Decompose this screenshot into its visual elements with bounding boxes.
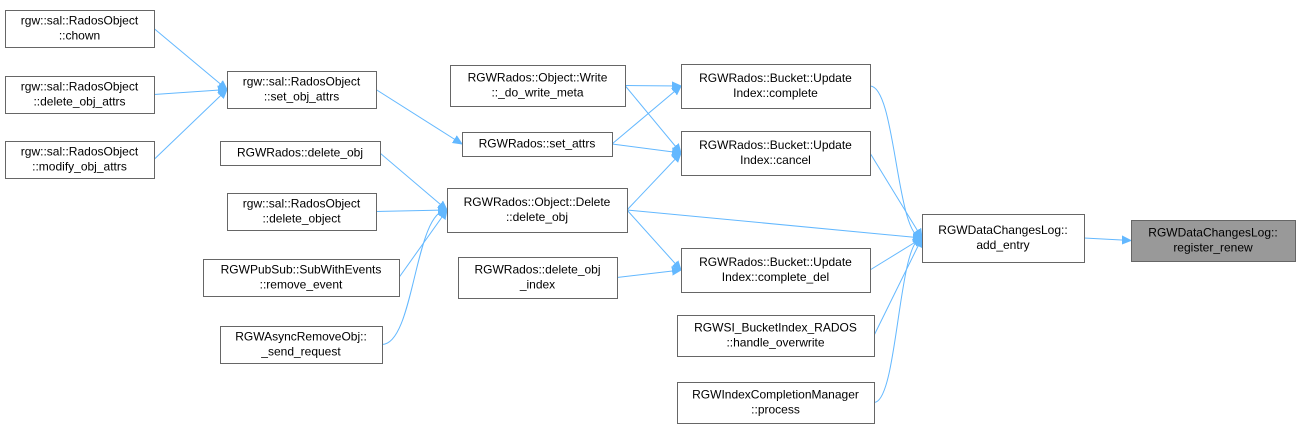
node-label-line: ::process xyxy=(751,403,800,417)
edge-upd_cancel-to-add_entry xyxy=(869,152,922,238)
node-label-line: ::set_obj_attrs xyxy=(264,90,339,104)
edges xyxy=(153,28,1131,403)
node-register-renew[interactable]: RGWDataChangesLog::register_renew xyxy=(1131,220,1296,262)
edge-set_attrs-to-upd_complete xyxy=(611,86,681,145)
edge-do_write_meta-to-upd_complete xyxy=(624,86,681,87)
node-label-line: Index::complete xyxy=(733,86,818,100)
edge-delete_object-to-delete_delete_obj xyxy=(375,210,447,212)
node-label-line: _send_request xyxy=(260,345,341,359)
node-label-line: ::modify_obj_attrs xyxy=(32,160,127,174)
node-box xyxy=(203,259,400,297)
edge-add_entry-to-register_renew xyxy=(1083,238,1131,241)
node-box xyxy=(677,382,875,424)
node-label-line: register_renew xyxy=(1173,241,1253,255)
node-label-line: RGWRados::Object::Write xyxy=(468,71,608,85)
node-label-line: rgw::sal::RadosObject xyxy=(243,75,361,89)
edge-chown-to-set_obj_attrs xyxy=(153,28,227,90)
node-label-line: ::handle_overwrite xyxy=(726,336,824,350)
node-box xyxy=(447,188,628,233)
node-label-line: ::chown xyxy=(59,29,100,43)
node-label-line: RGWRados::Bucket::Update xyxy=(699,71,852,85)
edge-set_attrs-to-upd_cancel xyxy=(611,143,681,153)
node-label-line: RGWDataChangesLog:: xyxy=(1148,226,1277,240)
node-set-attrs[interactable]: RGWRados::set_attrs xyxy=(462,132,613,157)
node-label-line: RGWRados::Bucket::Update xyxy=(699,255,852,269)
node-box xyxy=(220,326,383,364)
edge-delete_obj_index-to-upd_complete_del xyxy=(616,270,681,278)
node-label-line: RGWPubSub::SubWithEvents xyxy=(221,263,382,277)
edge-delete_delete_obj-to-upd_cancel xyxy=(626,153,681,211)
edge-delete_delete_obj-to-add_entry xyxy=(626,209,922,238)
edge-do_write_meta-to-upd_cancel xyxy=(624,85,681,154)
node-box xyxy=(5,76,155,114)
node-label-line: RGWRados::set_attrs xyxy=(479,137,596,151)
node-chown[interactable]: rgw::sal::RadosObject::chown xyxy=(5,10,155,48)
edge-delete_obj_attrs-to-set_obj_attrs xyxy=(153,90,227,95)
node-box xyxy=(1131,220,1296,262)
node-label-line: ::delete_object xyxy=(262,212,341,226)
node-label-line: RGWDataChangesLog:: xyxy=(938,223,1067,237)
node-box xyxy=(677,315,875,357)
node-label-line: RGWAsyncRemoveObj:: xyxy=(235,330,367,344)
node-delete-obj-attrs[interactable]: rgw::sal::RadosObject::delete_obj_attrs xyxy=(5,76,155,114)
node-label-line: ::delete_obj_attrs xyxy=(33,95,125,109)
node-delete-delete-obj[interactable]: RGWRados::Object::Delete::delete_obj xyxy=(447,188,628,233)
node-box xyxy=(922,214,1085,263)
nodes: rgw::sal::RadosObject::chownrgw::sal::Ra… xyxy=(5,10,1296,424)
node-label-line: add_entry xyxy=(976,238,1029,252)
node-box xyxy=(458,257,618,299)
edge-send_request-to-delete_delete_obj xyxy=(381,210,447,345)
node-label-line: RGWIndexCompletionManager xyxy=(692,388,859,402)
node-label-line: RGWRados::Bucket::Update xyxy=(699,138,852,152)
node-label-line: rgw::sal::RadosObject xyxy=(243,197,361,211)
node-box xyxy=(220,141,381,166)
node-upd-complete-del[interactable]: RGWRados::Bucket::UpdateIndex::complete_… xyxy=(681,248,871,293)
node-label-line: RGWRados::delete_obj xyxy=(237,146,363,160)
node-box xyxy=(681,64,871,109)
node-send-request[interactable]: RGWAsyncRemoveObj::_send_request xyxy=(220,326,383,364)
edge-delete_delete_obj-to-upd_complete_del xyxy=(626,209,681,270)
edge-rgwrados_delete_obj-to-delete_delete_obj xyxy=(379,152,447,210)
node-handle-overwrite[interactable]: RGWSI_BucketIndex_RADOS::handle_overwrit… xyxy=(677,315,875,357)
node-label-line: ::delete_obj xyxy=(506,210,568,224)
node-label-line: ::_do_write_meta xyxy=(491,86,583,100)
node-label-line: Index::cancel xyxy=(740,153,811,167)
node-box xyxy=(681,248,871,293)
node-do-write-meta[interactable]: RGWRados::Object::Write::_do_write_meta xyxy=(450,65,626,107)
node-label-line: rgw::sal::RadosObject xyxy=(21,145,139,159)
edge-modify_obj_attrs-to-set_obj_attrs xyxy=(153,90,227,160)
edge-upd_complete-to-add_entry xyxy=(869,85,922,238)
node-label-line: rgw::sal::RadosObject xyxy=(21,80,139,94)
node-label-line: ::remove_event xyxy=(260,278,343,292)
edge-set_obj_attrs-to-set_attrs xyxy=(375,89,462,145)
node-box xyxy=(5,141,155,179)
node-set-obj-attrs[interactable]: rgw::sal::RadosObject::set_obj_attrs xyxy=(227,71,377,109)
edge-upd_complete_del-to-add_entry xyxy=(869,238,922,271)
node-remove-event[interactable]: RGWPubSub::SubWithEvents::remove_event xyxy=(203,259,400,297)
node-delete-object[interactable]: rgw::sal::RadosObject::delete_object xyxy=(227,193,377,231)
node-modify-obj-attrs[interactable]: rgw::sal::RadosObject::modify_obj_attrs xyxy=(5,141,155,179)
node-box xyxy=(462,132,613,157)
node-box xyxy=(5,10,155,48)
node-add-entry[interactable]: RGWDataChangesLog::add_entry xyxy=(922,214,1085,263)
node-label-line: RGWSI_BucketIndex_RADOS xyxy=(694,321,857,335)
node-box xyxy=(681,131,871,176)
node-box xyxy=(227,193,377,231)
node-process[interactable]: RGWIndexCompletionManager::process xyxy=(677,382,875,424)
edge-process-to-add_entry xyxy=(873,238,922,403)
node-rgwrados-delete-obj[interactable]: RGWRados::delete_obj xyxy=(220,141,381,166)
node-label-line: RGWRados::Object::Delete xyxy=(464,195,611,209)
node-box xyxy=(450,65,626,107)
node-label-line: _index xyxy=(519,278,555,292)
edge-handle_overwrite-to-add_entry xyxy=(873,238,922,336)
node-label-line: Index::complete_del xyxy=(722,270,829,284)
node-label-line: rgw::sal::RadosObject xyxy=(21,14,139,28)
node-label-line: RGWRados::delete_obj xyxy=(474,263,600,277)
node-delete-obj-index[interactable]: RGWRados::delete_obj_index xyxy=(458,257,618,299)
node-box xyxy=(227,71,377,109)
